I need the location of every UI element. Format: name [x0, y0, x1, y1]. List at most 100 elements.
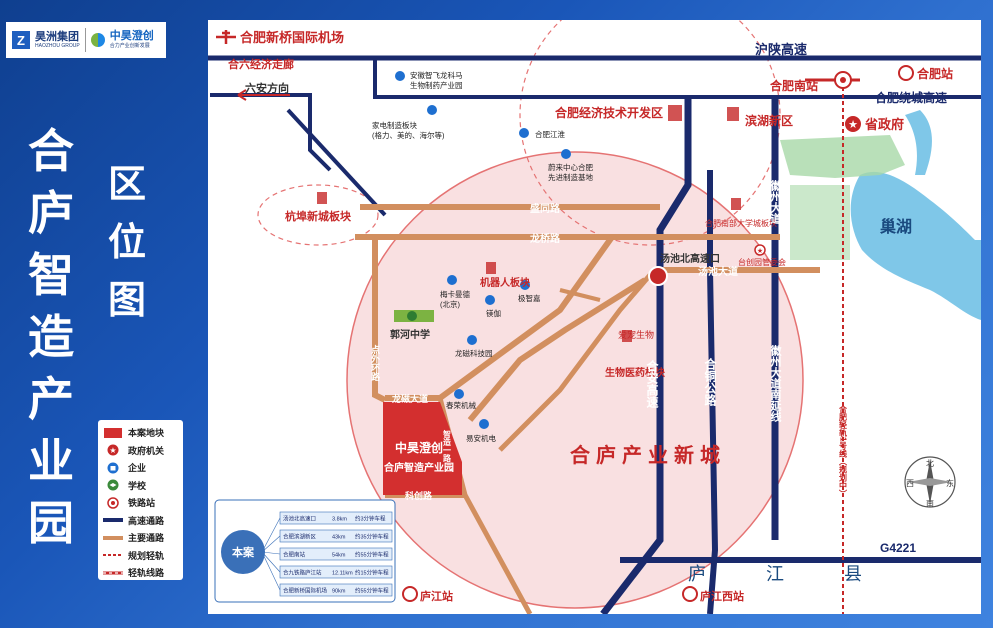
poi-label: 蔚来中心合肥: [548, 162, 593, 172]
main-road-line-icon: [103, 535, 123, 540]
hean-expressway: [600, 97, 692, 614]
station-icon: [107, 497, 119, 509]
kechuang-label: 科创路: [405, 490, 433, 501]
legend-label: 高速通路: [128, 515, 165, 526]
poi-label: 家电制造板块: [372, 120, 417, 130]
legend-item: 高速通路: [102, 512, 179, 530]
lujiang-station-label: 庐江站: [420, 589, 453, 603]
tangchi-exit-label: 汤池北高速口: [660, 252, 720, 265]
hetong-label: 合铜公路: [703, 357, 717, 407]
poi-label: 安徽智飞龙科马: [410, 70, 463, 80]
rail-label: 合肥轻轨1号线（规划中）: [838, 404, 848, 497]
guohe-label: 郭河中学: [390, 328, 430, 341]
huizhou-label: 徽州大道: [769, 179, 783, 225]
distance-km: 12.11km: [332, 571, 353, 577]
outer-ring-road: [372, 237, 387, 403]
company-icon: [395, 71, 571, 429]
poi-label: (北京): [440, 299, 460, 309]
hechuang-label: 台创园管委会: [738, 257, 786, 267]
distance-dest: 合九铁路庐江站: [283, 569, 322, 577]
distance-time: 约35分钟车程: [355, 533, 389, 541]
legend-label: 政府机关: [128, 445, 165, 456]
chaohu-lake: [850, 171, 981, 320]
svg-text:★: ★: [757, 247, 763, 255]
distance-center-label: 本案: [232, 545, 255, 559]
poi-label: 极智嘉: [518, 293, 541, 303]
hushan-label: 沪陕高速: [755, 42, 807, 57]
distance-time: 约55分钟车程: [355, 551, 389, 559]
lujiang-west-station-icon: [682, 586, 698, 602]
distance-dest: 合肥南站: [283, 551, 306, 559]
compass-icon: [904, 456, 956, 508]
compass-east: 东: [946, 478, 954, 488]
g4221-label: G4221: [880, 541, 916, 555]
green-area-2: [790, 185, 850, 260]
title-char: 智: [28, 249, 74, 301]
diagonal-road-1: [438, 235, 615, 401]
liuan-arrow-icon: [237, 89, 290, 101]
legend-label: 主要通路: [128, 533, 165, 544]
liuan-label: 六安方向: [245, 81, 289, 95]
poi-label: 春荣机械: [446, 400, 476, 410]
chaohu-label: 巢湖: [879, 217, 912, 236]
poi-label: (格力、美的、海尔等): [372, 130, 445, 140]
poi-label: 龙磁科技园: [455, 348, 493, 358]
svg-text:★: ★: [109, 446, 116, 455]
tangchi-exit-icon: [648, 266, 668, 286]
legend-label: 铁路站: [128, 498, 156, 509]
distance-dest: 汤池北高速口: [283, 515, 316, 523]
legend-label: 企业: [128, 463, 147, 474]
haozhou-name: 昊洲集团: [35, 30, 79, 43]
poi-label: 合肥江淮: [535, 129, 565, 139]
diagonal-road-2: [467, 277, 647, 422]
zhonghao-sub: 合力产业创新发展: [109, 43, 150, 49]
distance-connector: [261, 551, 281, 555]
corridor-label: 合六经济走廊: [228, 57, 294, 71]
legend-item: 学校: [102, 477, 179, 495]
airport-label: 合肥新桥国际机场: [240, 30, 344, 45]
title-char: 造: [28, 311, 74, 363]
company-icon: [107, 462, 119, 474]
park-name-label: 合庐智造产业园: [383, 461, 454, 474]
park-plot: [383, 402, 462, 495]
gov-star-icon: ★: [845, 116, 861, 132]
compass-north: 北: [926, 459, 934, 468]
distance-dest: 合肥滨湖新区: [283, 533, 317, 541]
subtitle-char: 区: [107, 164, 146, 206]
green-area: [780, 135, 905, 178]
robot-label: 机器人板块: [480, 276, 531, 289]
distance-dest: 合肥新桥国际机场: [283, 587, 328, 595]
distance-km: 54km: [332, 553, 346, 559]
legend: 本案地块 ★政府机关 企业 学校 铁路站 高速通路 主要通路 规划轻轨 轻轨线路: [98, 420, 183, 580]
diagonal-road: [286, 108, 387, 217]
longqiao-label: 龙桥路: [529, 232, 561, 245]
diagonal-road-3: [498, 273, 652, 452]
tangchi-ave-label: 汤池大道: [698, 265, 738, 278]
zhonghao-logo: 中昊澄创 合力产业创新发展: [109, 31, 154, 50]
lujiang-station-icon: [402, 586, 418, 602]
poi-label: 镁伽: [486, 308, 501, 318]
legend-item: 主要通路: [102, 529, 179, 547]
star-icon: ★: [107, 444, 119, 456]
poi-label: 梅卡曼德: [440, 289, 470, 299]
legend-label: 轻轨线路: [128, 568, 165, 579]
title-char: 业: [28, 435, 74, 487]
lujiang-west-label: 庐江西站: [700, 589, 744, 603]
poi-label: 生物制药产业园: [410, 80, 463, 90]
title-char: 庐: [28, 187, 74, 239]
lake-upper: [905, 110, 932, 175]
main-title: 合 庐 智 造 产 业 园: [20, 120, 82, 554]
distance-km: 3.8km: [332, 517, 347, 523]
hefei-ring-road: [373, 58, 981, 99]
distance-connector: [261, 551, 281, 573]
hefei-station-label: 合肥站: [917, 66, 953, 81]
subtitle-char: 图: [107, 280, 146, 322]
title-char: 园: [28, 497, 74, 549]
haozhou-logo: 昊洲集团 HAOZHOU GROUP: [35, 30, 80, 49]
distance-time: 约3分钟车程: [355, 515, 386, 523]
hefei-south-label: 合肥南站: [770, 78, 818, 93]
distance-time: 约55分钟车程: [355, 587, 389, 595]
